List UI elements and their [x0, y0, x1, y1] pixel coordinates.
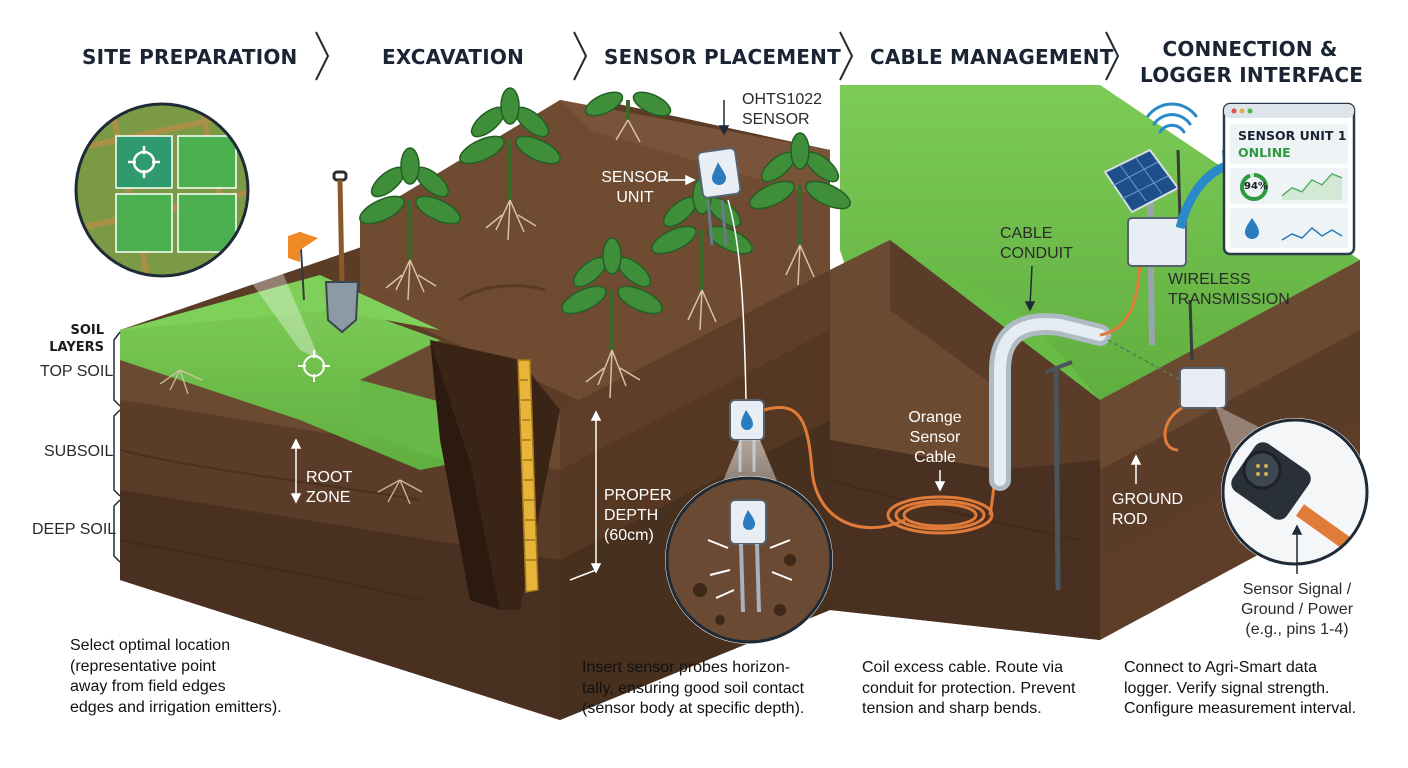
label-line: Ground / Power — [1240, 601, 1354, 618]
label-line: OHTS1022 — [742, 91, 823, 108]
shovel-icon — [324, 170, 360, 334]
caption-line: logger. Verify signal strength. — [1124, 679, 1330, 697]
connector-pinout-label: Sensor Signal / Ground / Power (e.g., pi… — [1222, 580, 1372, 640]
caption-line: (sensor body at specific depth). — [582, 700, 805, 717]
caption-line: tally, ensuring good soil contact — [582, 679, 805, 697]
data-logger-station — [1103, 148, 1227, 452]
label-line: PROPER — [604, 487, 672, 504]
step-title-connection: CONNECTION & LOGGER INTERFACE — [1140, 36, 1364, 88]
label-line: GROUND — [1112, 491, 1184, 508]
soil-block-right — [829, 85, 1360, 640]
caption-line: Coil excess cable. Route via — [862, 659, 1063, 676]
field-map-inset — [74, 102, 250, 278]
caption-line: tension and sharp bends. — [862, 700, 1042, 717]
caption-cable-management: Coil excess cable. Route via conduit for… — [862, 658, 1075, 720]
flag-icon — [288, 231, 318, 301]
proper-depth-label: PROPER DEPTH (60cm) — [604, 486, 672, 546]
root-zone-arrow — [290, 438, 302, 504]
step-title-line: CONNECTION & — [1162, 37, 1338, 61]
caption-line: edges and irrigation emitters). — [70, 698, 282, 716]
caption-line: Insert sensor probes horizon- — [582, 659, 791, 676]
caption-line: (representative point — [70, 657, 216, 675]
soil-layer-subsoil: SUBSOIL — [44, 443, 114, 460]
caption-connection: Connect to Agri-Smart data logger. Verif… — [1124, 658, 1356, 720]
label-line: (60cm) — [604, 527, 654, 544]
label-line: WIRELESS — [1168, 271, 1251, 288]
label-line: Sensor Signal / — [1242, 581, 1352, 598]
dashboard-percent: 94% — [1244, 181, 1268, 192]
label-line: SENSOR — [742, 111, 810, 128]
water-drop-icon — [741, 410, 753, 430]
label-line: ROD — [1112, 511, 1148, 528]
step-title-sensor-placement: SENSOR PLACEMENT — [604, 45, 841, 69]
soil-layer-deepsoil: DEEP SOIL — [32, 521, 117, 538]
soil-layer-brackets — [113, 331, 121, 563]
section-dividers — [315, 31, 1120, 81]
dashboard-unit-name: SENSOR UNIT 1 — [1238, 128, 1347, 143]
label-line: Orange — [908, 409, 962, 426]
sensor-model-label: OHTS1022 SENSOR — [742, 90, 822, 130]
roots — [159, 369, 423, 505]
wifi-icon — [1146, 102, 1198, 134]
label-line: SENSOR — [601, 169, 669, 186]
ground-rod-label: GROUND ROD — [1112, 490, 1183, 530]
legend-title-line: LAYERS — [49, 340, 104, 355]
legend-title-line: SOIL — [70, 323, 104, 338]
step-title-excavation: EXCAVATION — [382, 45, 525, 69]
caption-line: conduit for protection. Prevent — [862, 679, 1076, 697]
ground-rod — [1045, 360, 1073, 591]
water-drop-icon — [712, 162, 726, 185]
label-line: Cable — [914, 449, 956, 466]
label-line: DEPTH — [604, 507, 659, 524]
caption-line: Select optimal location — [70, 637, 231, 654]
sensor-soil-contact-inset — [665, 476, 833, 644]
label-line: ZONE — [306, 489, 351, 506]
wireless-transmission-label: WIRELESS TRANSMISSION — [1168, 270, 1290, 310]
label-line: TRANSMISSION — [1168, 291, 1290, 308]
plants — [359, 87, 851, 399]
label-line: Sensor — [909, 429, 961, 446]
caption-site-preparation: Select optimal location (representative … — [70, 636, 282, 718]
orange-cable-label: Orange Sensor Cable — [900, 408, 970, 468]
soil-layers-legend-title: SOIL LAYERS — [40, 322, 104, 356]
soil-layer-topsoil: TOP SOIL — [40, 363, 114, 380]
proper-depth-arrow — [569, 410, 602, 581]
label-line: CONDUIT — [1000, 245, 1073, 262]
caption-line: Configure measurement interval. — [1124, 700, 1357, 717]
label-line: ROOT — [306, 469, 353, 486]
step-title-cable-management: CABLE MANAGEMENT — [870, 45, 1114, 69]
root-zone-label: ROOT ZONE — [306, 468, 352, 508]
label-line: CABLE — [1000, 225, 1053, 242]
caption-line: away from field edges — [70, 678, 226, 695]
depth-ruler — [517, 359, 539, 593]
sensor-unit-label: SENSOR UNIT — [600, 168, 670, 208]
dashboard-status: ONLINE — [1238, 145, 1291, 160]
target-icon — [298, 350, 330, 382]
step-title-site-preparation: SITE PREPARATION — [82, 45, 298, 69]
label-line: UNIT — [616, 189, 654, 206]
sensor-unit-top — [696, 147, 747, 401]
caption-sensor-placement: Insert sensor probes horizon- tally, ens… — [582, 658, 804, 720]
leader-lines — [718, 100, 1303, 574]
water-drop-icon — [1245, 218, 1259, 239]
step-title-line: LOGGER INTERFACE — [1140, 63, 1364, 87]
caption-line: Connect to Agri-Smart data — [1124, 659, 1317, 676]
cable-conduit-label: CABLE CONDUIT — [1000, 224, 1073, 264]
logger-dashboard — [1222, 102, 1356, 256]
label-line: (e.g., pins 1-4) — [1245, 621, 1349, 638]
